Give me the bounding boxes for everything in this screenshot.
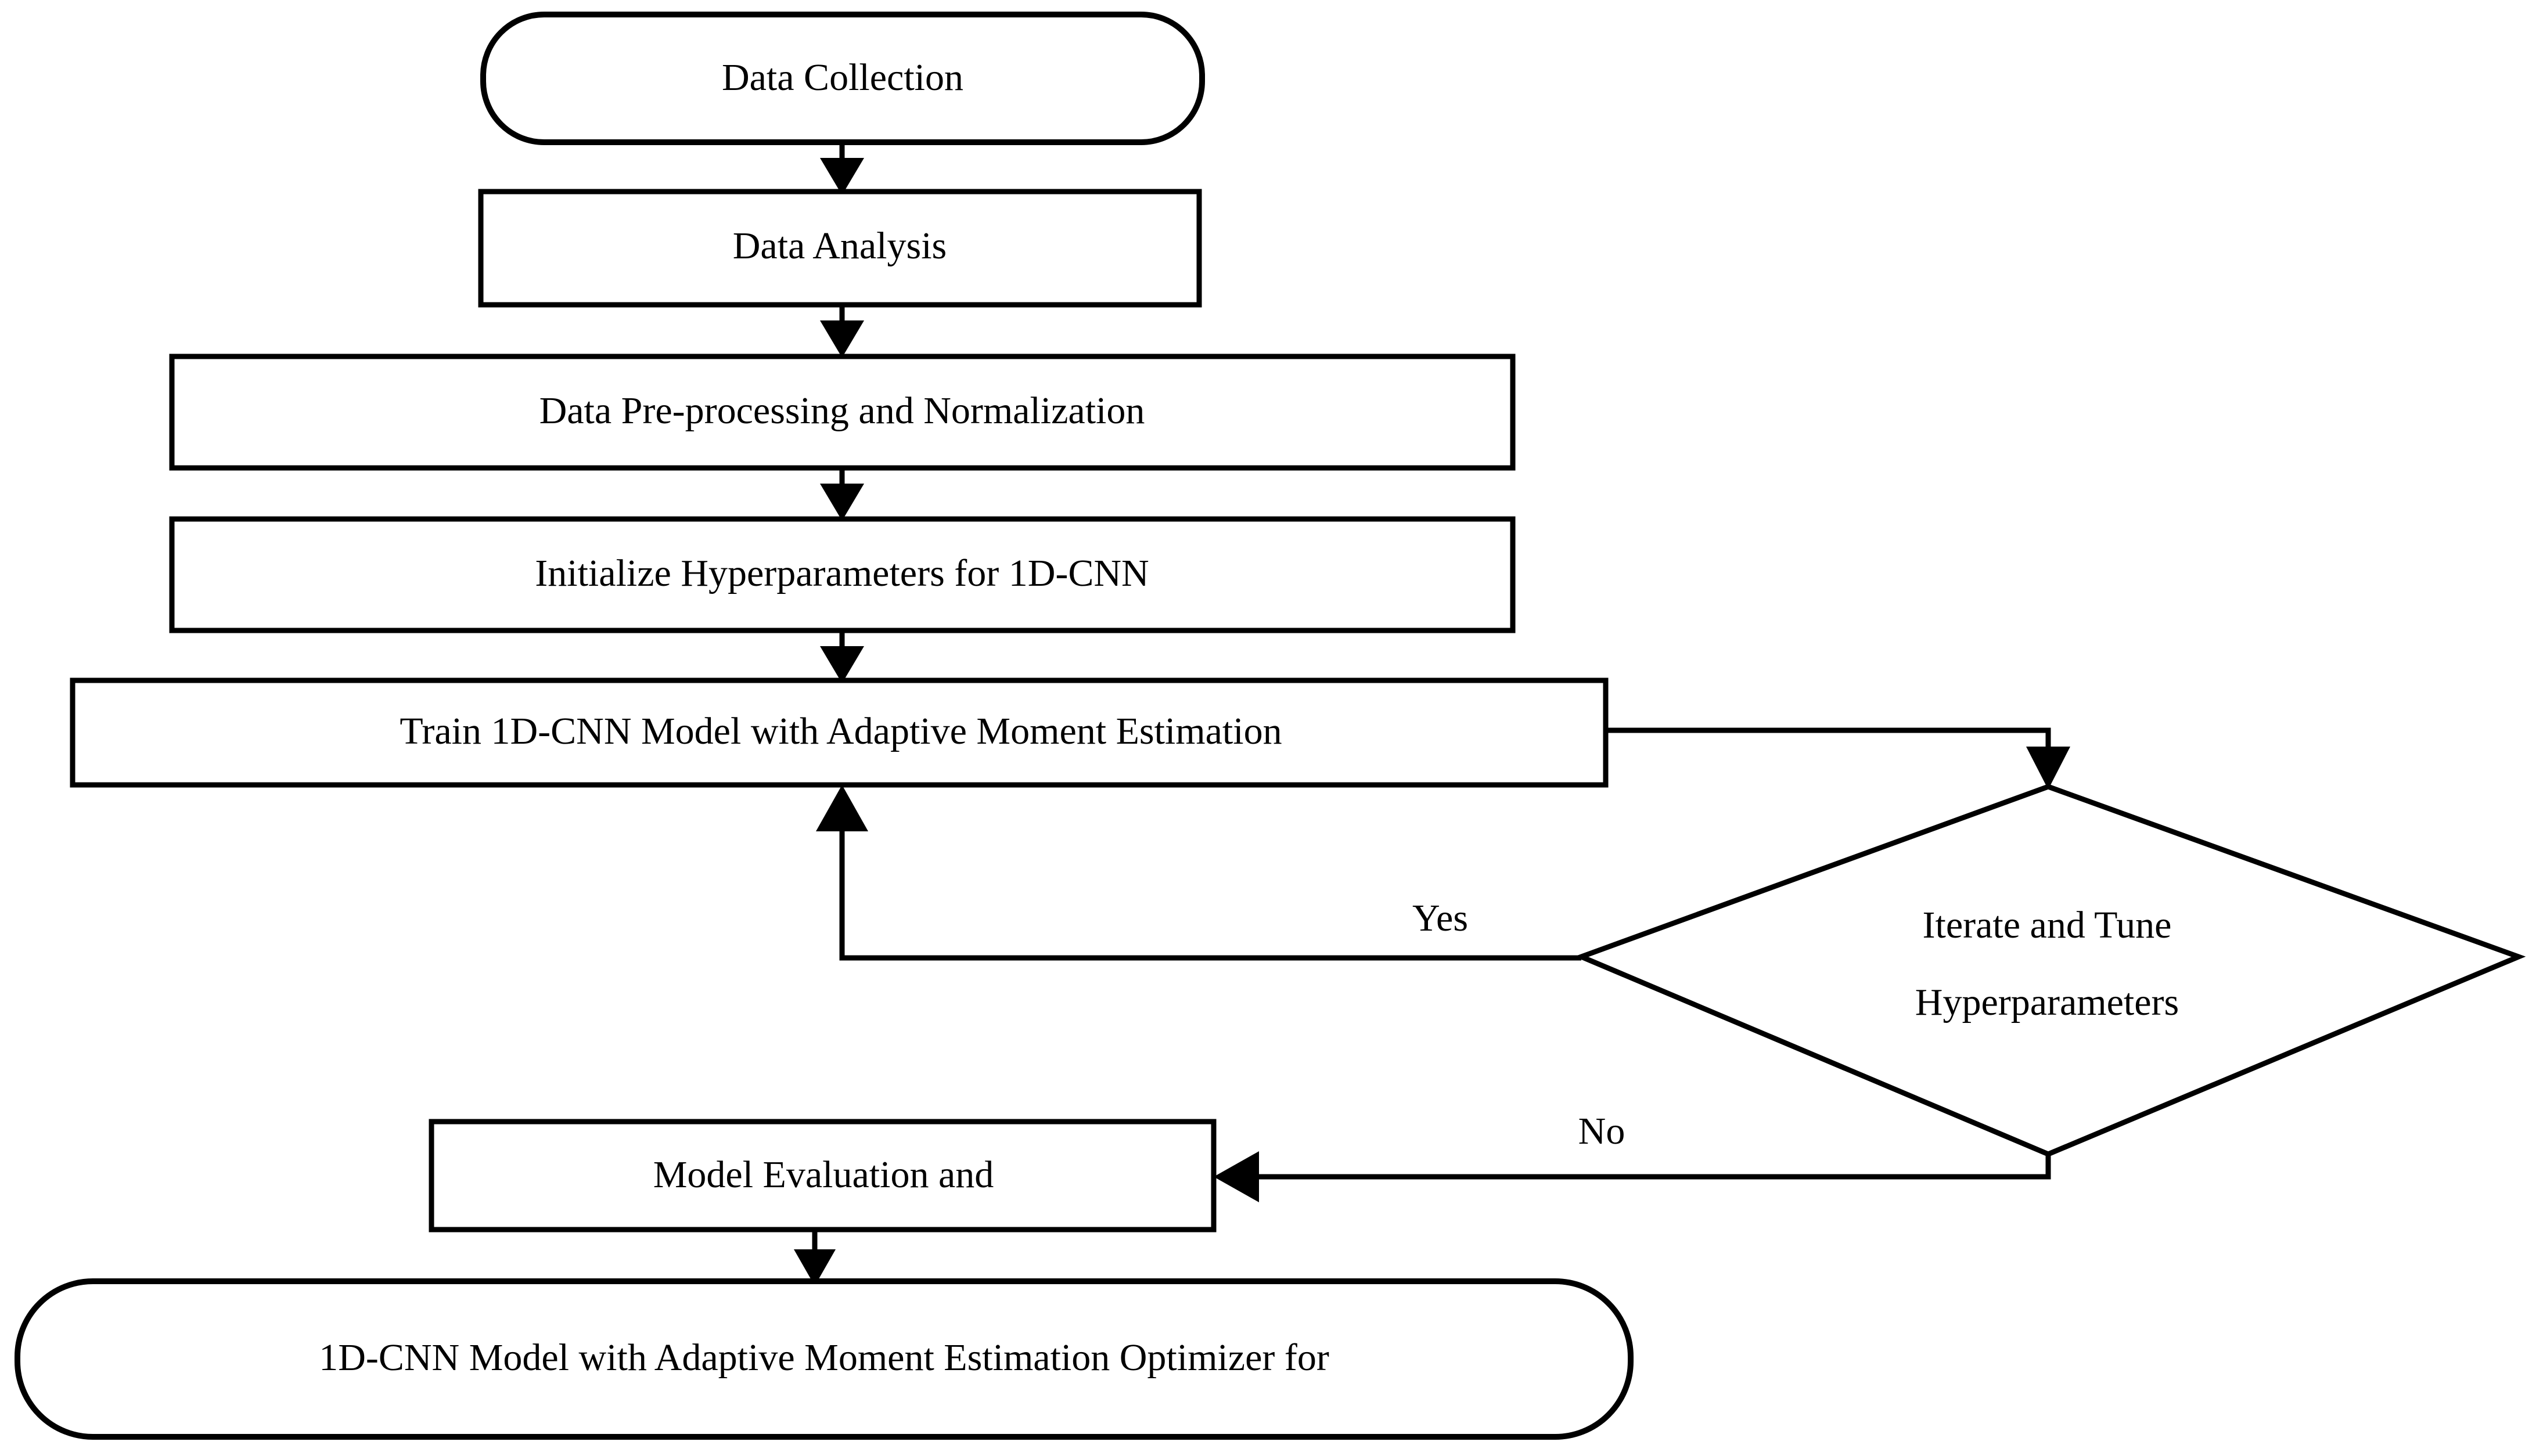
initialize-hyperparameters-shape bbox=[169, 516, 1516, 633]
data-collection-shape bbox=[480, 12, 1205, 145]
connector-train-to-decision bbox=[1606, 727, 2070, 790]
data-analysis-shape bbox=[478, 189, 1202, 308]
decision-label-line1: Iterate and Tune bbox=[1923, 904, 2172, 946]
connector-initialize-to-train bbox=[820, 630, 864, 683]
initialize-hyperparameters-label: Initialize Hyperparameters for 1D-CNN bbox=[535, 552, 1149, 594]
connector-collection-to-analysis bbox=[820, 142, 864, 195]
node-model-evaluation[interactable]: Model Evaluation and bbox=[429, 1119, 1217, 1232]
data-preprocessing-label: Data Pre-processing and Normalization bbox=[539, 390, 1145, 432]
connector-decision-no-to-evaluation bbox=[1214, 1151, 2051, 1202]
node-final-model[interactable]: 1D-CNN Model with Adaptive Moment Estima… bbox=[15, 1278, 1634, 1440]
node-decision-iterate-tune[interactable]: Iterate and Tune Hyperparameters bbox=[1574, 784, 2526, 1157]
node-initialize-hyperparameters[interactable]: Initialize Hyperparameters for 1D-CNN bbox=[169, 516, 1516, 633]
data-preprocessing-shape bbox=[169, 354, 1516, 471]
edge-label-yes: Yes bbox=[1412, 897, 1468, 939]
node-data-preprocessing[interactable]: Data Pre-processing and Normalization bbox=[169, 354, 1516, 471]
connector-preprocessing-to-initialize bbox=[820, 468, 864, 521]
decision-label-line2: Hyperparameters bbox=[1915, 981, 2179, 1023]
data-collection-label: Data Collection bbox=[722, 56, 963, 99]
node-data-collection[interactable]: Data Collection bbox=[480, 12, 1205, 145]
data-analysis-label: Data Analysis bbox=[733, 225, 947, 267]
model-evaluation-label: Model Evaluation and bbox=[653, 1154, 994, 1196]
connector-decision-yes-to-train bbox=[816, 785, 1581, 961]
node-train-model[interactable]: Train 1D-CNN Model with Adaptive Moment … bbox=[70, 677, 1609, 788]
connector-evaluation-to-final bbox=[794, 1230, 836, 1286]
decision-diamond-shape bbox=[1574, 784, 2526, 1157]
model-evaluation-shape bbox=[429, 1119, 1217, 1232]
train-model-shape bbox=[70, 677, 1609, 788]
connector-analysis-to-preprocessing bbox=[820, 305, 864, 358]
node-data-analysis[interactable]: Data Analysis bbox=[478, 189, 1202, 308]
final-model-shape bbox=[15, 1278, 1634, 1440]
train-model-label: Train 1D-CNN Model with Adaptive Moment … bbox=[400, 710, 1282, 752]
edge-label-no: No bbox=[1578, 1110, 1625, 1152]
final-model-label: 1D-CNN Model with Adaptive Moment Estima… bbox=[319, 1336, 1329, 1379]
